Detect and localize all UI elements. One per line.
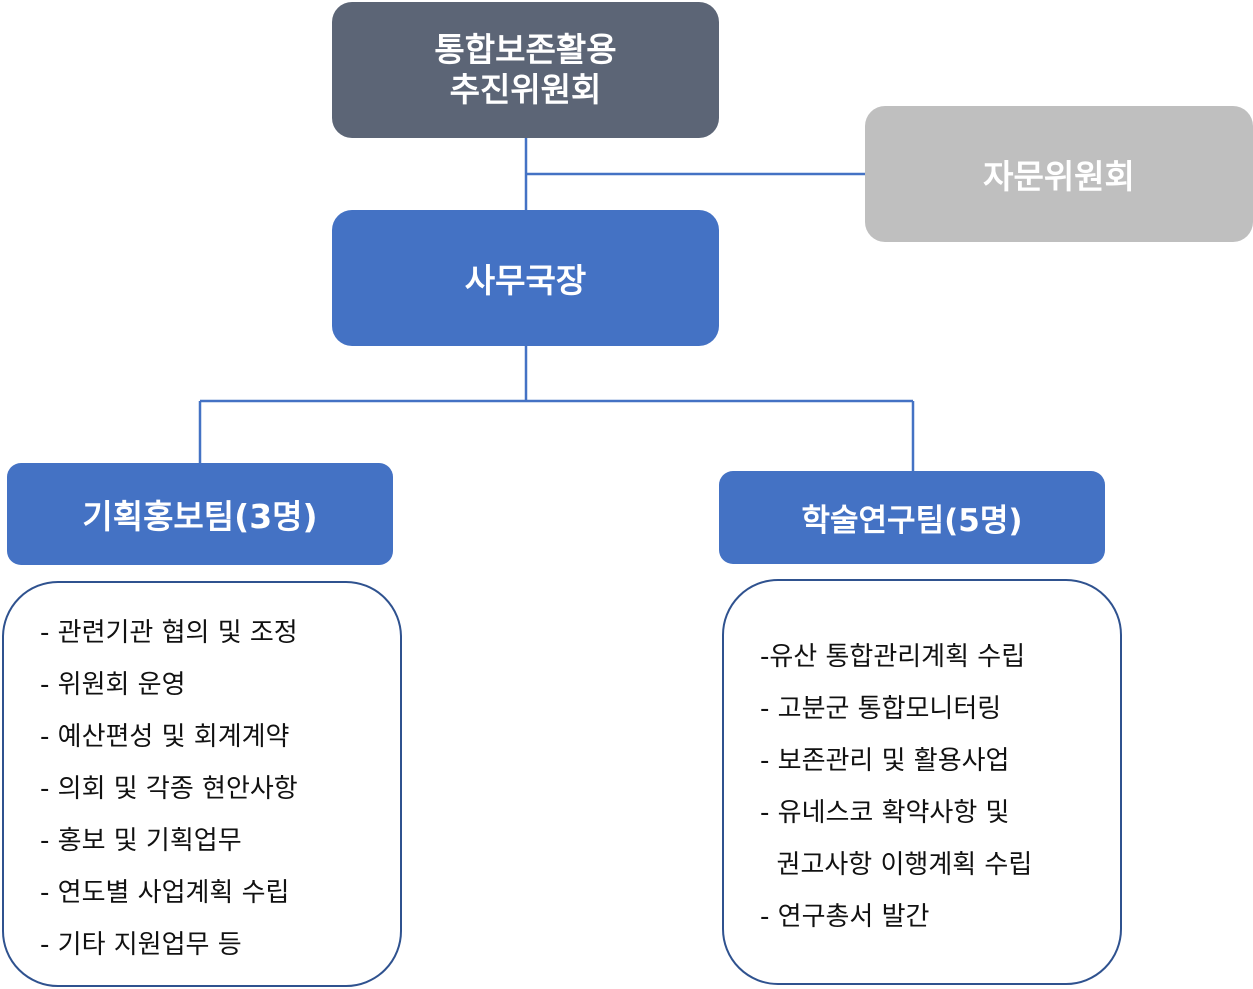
duty-item: 권고사항 이행계획 수립 (760, 850, 1033, 880)
committee-title-line1: 통합보존활용 (434, 30, 617, 69)
duty-item: - 연도별 사업계획 수립 (40, 878, 290, 908)
duty-item: - 기타 지원업무 등 (40, 930, 242, 960)
planning-pr-duties-box: - 관련기관 협의 및 조정 - 위원회 운영 - 예산편성 및 회계계약 - … (2, 581, 402, 987)
duty-item: - 관련기관 협의 및 조정 (40, 618, 298, 648)
planning-pr-team-label: 기획홍보팀(3명) (82, 497, 318, 536)
secretary-general-box: 사무국장 (332, 210, 719, 346)
duty-item: - 연구총서 발간 (760, 902, 930, 932)
duty-item: - 예산편성 및 회계계약 (40, 722, 290, 752)
research-duties-box: -유산 통합관리계획 수립 - 고분군 통합모니터링 - 보존관리 및 활용사업… (722, 579, 1122, 985)
duty-item: - 유네스코 확약사항 및 (760, 798, 1010, 828)
research-team-box: 학술연구팀(5명) (719, 471, 1105, 564)
duty-item: - 의회 및 각종 현안사항 (40, 774, 298, 804)
duty-item: - 홍보 및 기획업무 (40, 826, 242, 856)
secretary-general-label: 사무국장 (464, 261, 587, 300)
committee-box: 통합보존활용 추진위원회 (332, 2, 719, 138)
duty-item: -유산 통합관리계획 수립 (760, 642, 1026, 672)
advisory-committee-label: 자문위원회 (983, 157, 1135, 196)
committee-title-line2: 추진위원회 (449, 70, 602, 109)
duty-item: - 고분군 통합모니터링 (760, 694, 1002, 724)
planning-pr-team-box: 기획홍보팀(3명) (7, 463, 393, 565)
duty-item: - 위원회 운영 (40, 670, 186, 700)
research-team-label: 학술연구팀(5명) (801, 503, 1023, 539)
duty-item: - 보존관리 및 활용사업 (760, 746, 1010, 776)
advisory-committee-box: 자문위원회 (865, 106, 1253, 242)
